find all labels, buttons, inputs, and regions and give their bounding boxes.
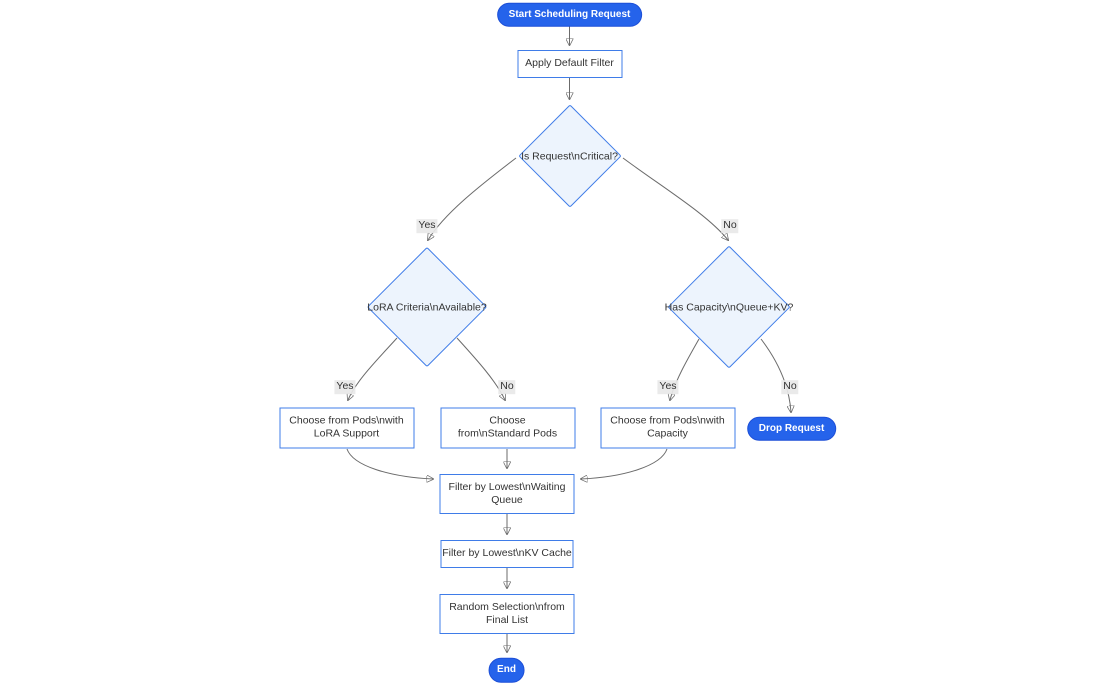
node-choose-pods-lora-support: Choose from Pods\nwith LoRA Support [279, 407, 414, 448]
node-start-scheduling-request: Start Scheduling Request [496, 2, 643, 27]
edge-critical-no-capacity [622, 157, 728, 240]
node-label: Start Scheduling Request [508, 8, 631, 20]
edge-label-critical-no: No [721, 219, 739, 233]
node-label: Choose from\nStandard Pods [457, 414, 558, 440]
edge-label-capacity-no: No [781, 380, 799, 394]
node-choose-standard-pods: Choose from\nStandard Pods [440, 407, 575, 448]
node-drop-request: Drop Request [746, 416, 837, 441]
node-label: Has Capacity\nQueue+KV? [664, 301, 794, 313]
node-random-selection-final-list: Random Selection\nfrom Final List [439, 594, 575, 634]
node-label: Apply Default Filter [525, 57, 614, 70]
node-label: Choose from Pods\nwith LoRA Support [289, 414, 404, 440]
edge-label-lora-yes: Yes [334, 380, 356, 394]
decision-is-request-critical: Is Request\nCritical? [517, 104, 622, 208]
node-label: Drop Request [758, 422, 825, 434]
node-filter-lowest-waiting-queue: Filter by Lowest\nWaiting Queue [439, 474, 575, 514]
node-filter-lowest-kv-cache: Filter by Lowest\nKV Cache [440, 540, 574, 568]
node-label: Is Request\nCritical? [521, 150, 618, 162]
node-label: End [497, 663, 516, 675]
edge-label-lora-no: No [498, 380, 516, 394]
edge-label-critical-yes: Yes [416, 219, 438, 233]
node-label: Random Selection\nfrom Final List [449, 600, 565, 626]
node-end: End [488, 657, 525, 683]
decision-lora-criteria-available: LoRA Criteria\nAvailable? [366, 246, 488, 368]
edge-choose-lora-filter-waiting [346, 448, 433, 479]
node-apply-default-filter: Apply Default Filter [517, 50, 622, 78]
edge-choose-capacity-filter-waiting [581, 448, 668, 479]
node-label: Choose from Pods\nwith Capacity [610, 414, 725, 440]
decision-has-capacity-queue-kv: Has Capacity\nQueue+KV? [665, 245, 793, 369]
node-label: Filter by Lowest\nWaiting Queue [448, 480, 566, 506]
node-label: LoRA Criteria\nAvailable? [367, 301, 487, 313]
edge-critical-yes-lora [428, 157, 517, 240]
node-label: Filter by Lowest\nKV Cache [442, 547, 572, 560]
edge-label-capacity-yes: Yes [657, 380, 679, 394]
node-choose-pods-capacity: Choose from Pods\nwith Capacity [600, 407, 735, 448]
